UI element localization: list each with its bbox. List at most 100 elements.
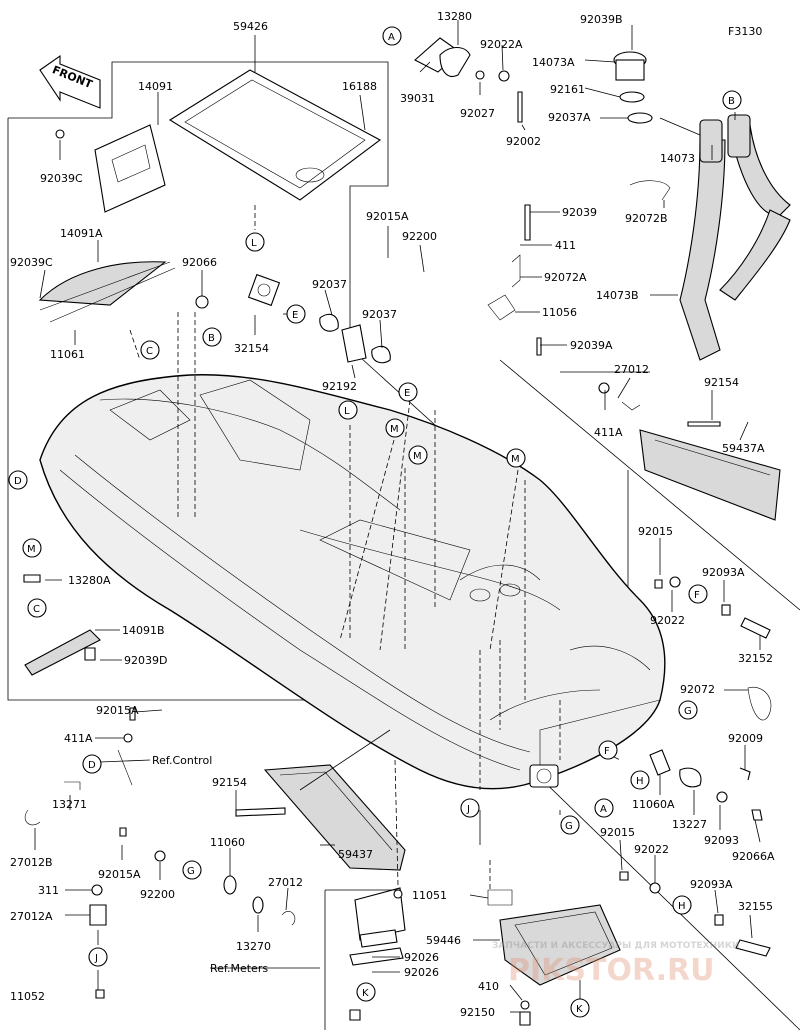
label-32152: 32152 [738,652,773,665]
label-11061: 11061 [50,348,85,361]
label-411: 411 [555,239,576,252]
ref-meters: Ref.Meters [210,962,268,975]
svg-text:A: A [600,804,607,815]
circle-letters: A B L C B E L E [8,26,742,1018]
svg-text:G: G [565,821,573,832]
label-92037-b: 92037 [362,308,397,321]
label-411a-b: 411A [64,732,93,745]
label-16188: 16188 [342,80,377,93]
label-92093a-b: 92093A [690,878,733,891]
hose-parts [613,51,791,361]
svg-text:M: M [511,454,520,465]
letter-l-hull: L [338,400,358,420]
letter-k-right: K [570,998,590,1018]
label-92192: 92192 [322,380,357,393]
svg-text:K: K [362,988,369,999]
cover-14091a [38,261,176,323]
label-39031: 39031 [400,92,435,105]
label-11060a: 11060A [632,798,675,811]
svg-text:F: F [604,746,610,757]
label-92015-b: 92015 [600,826,635,839]
label-59426: 59426 [233,20,268,33]
label-92026-a: 92026 [404,951,439,964]
label-92039d: 92039D [124,654,167,667]
storage-tray [168,69,382,201]
svg-text:L: L [344,406,350,417]
label-410: 410 [478,980,499,993]
label-92200: 92200 [402,230,437,243]
svg-text:C: C [146,346,153,357]
label-92009: 92009 [728,732,763,745]
svg-text:M: M [390,424,399,435]
letter-e-hull: E [398,382,418,402]
label-13280: 13280 [437,10,472,23]
letter-m-left: M [22,538,42,558]
svg-text:B: B [208,333,215,344]
cover-14091b [24,629,101,676]
label-92093: 92093 [704,834,739,847]
label-92015a-c: 92015A [98,868,141,881]
hull-body [39,374,666,790]
svg-text:F: F [694,590,700,601]
label-92022-b: 92022 [634,843,669,856]
svg-text:M: M [27,544,36,555]
letter-m-hull-1: M [385,418,405,438]
label-92200-b: 92200 [140,888,175,901]
label-27012a: 27012A [10,910,53,923]
letter-a-hull: A [594,798,614,818]
label-11056: 11056 [542,306,577,319]
label-92026-b: 92026 [404,966,439,979]
svg-text:D: D [14,476,22,487]
label-92072: 92072 [680,683,715,696]
label-92015a-b: 92015A [96,704,139,717]
letter-c-lower: C [27,598,47,618]
label-92039c-2: 92039C [10,256,53,269]
letter-g-lower: G [182,860,202,880]
label-14091b: 14091B [122,624,165,637]
label-59437a: 59437A [722,442,765,455]
label-92154: 92154 [704,376,739,389]
label-14091a: 14091A [60,227,103,240]
label-92093a: 92093A [702,566,745,579]
svg-text:A: A [388,32,395,43]
letter-l-tray: L [245,232,265,252]
letter-c-left: C [140,340,160,360]
watermark: ЗАПЧАСТИ И АКСЕССУАРЫ ДЛЯ МОТОТЕХНИКИ PI… [492,941,740,988]
letter-f-hull: F [598,740,618,760]
figure-code: F3130 [728,25,762,38]
letter-h-hull: H [630,770,650,790]
letter-m-hull-2: M [408,445,428,465]
ref-control: Ref.Control [152,754,212,767]
svg-text:B: B [728,96,735,107]
label-13280a: 13280A [68,574,111,587]
label-92015: 92015 [638,525,673,538]
svg-text:L: L [251,238,257,249]
letter-f-right: F [688,584,708,604]
letter-m-hull-3: M [506,448,526,468]
label-92150: 92150 [460,1006,495,1019]
label-92072a: 92072A [544,271,587,284]
svg-text:M: M [413,451,422,462]
cover-14091 [94,124,166,213]
label-32154: 32154 [234,342,269,355]
svg-text:H: H [678,901,686,912]
label-92066: 92066 [182,256,217,269]
svg-text:J: J [94,953,98,964]
label-59437: 59437 [338,848,373,861]
svg-text:E: E [292,310,298,321]
svg-text:H: H [636,776,644,787]
label-92027: 92027 [460,107,495,120]
svg-text:C: C [33,604,40,615]
label-311: 311 [38,884,59,897]
watermark-tagline: ЗАПЧАСТИ И АКСЕССУАРЫ ДЛЯ МОТОТЕХНИКИ [492,941,740,951]
label-27012-b: 27012 [268,876,303,889]
label-92002: 92002 [506,135,541,148]
label-92015a: 92015A [366,210,409,223]
label-92037a: 92037A [548,111,591,124]
label-13270: 13270 [236,940,271,953]
label-92022: 92022 [650,614,685,627]
letter-b-right: B [722,90,742,110]
label-27012b: 27012B [10,856,53,869]
letter-d-lower: D [82,754,102,774]
